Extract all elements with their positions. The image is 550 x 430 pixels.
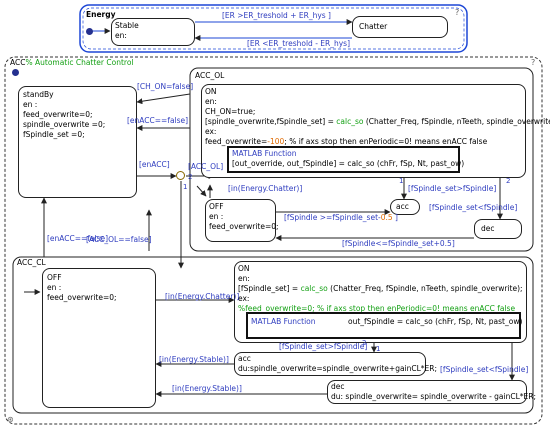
t-label-in-stable-2[interactable]: [in(Energy.Stable)] [172, 384, 242, 393]
mf-ol-body: [out_override, out_fSpindle] = calc_so (… [232, 159, 465, 168]
standby-line-4: fSpindle_set =0; [23, 130, 85, 139]
cl-on-l2b: calc_so [300, 284, 328, 293]
t-label-fspindle-set-lt-2[interactable]: [fSpindle_set<fSpindle] [440, 365, 529, 374]
cl-on-name: ON [238, 264, 250, 273]
energy-default-dot [86, 28, 93, 35]
cl-on-l2a: [fSpindle_set] = [238, 284, 301, 293]
t-label-enacc-false-1[interactable]: [enACC==false] [127, 116, 189, 125]
acc-title-comment: % Automatic Chatter Control [25, 58, 134, 67]
state-acc-ol-off[interactable]: OFF en : feed_overwrite=0; [205, 199, 279, 242]
ol-on-l3: [spindle_overwrite,fSpindle_set] = calc_… [205, 117, 550, 127]
fspindle-ge-text: [fSpindle >=fSpindle_set-0.5 ] [284, 213, 398, 222]
cl-on-l2c: (Chatter_Freq, fSpindle, nTeeth, spindle… [327, 284, 523, 293]
matlab-function-cl[interactable]: MATLAB Function out_fSpindle = calc_so (… [246, 312, 523, 339]
ol-off-l2: feed_overwrite=0; [209, 222, 279, 231]
ol-on-l3c: (Chatter_Freq, fSpindle, nTeeth, spindle… [363, 117, 550, 126]
t-label-fspindle-set-lt-1[interactable]: [fSpindle_set<fSpindle] [429, 203, 518, 212]
cl-off-l2: feed_overwrite=0; [47, 293, 117, 302]
ol-on-l5c: ; % if axs stop then enPeriodic=0! means… [284, 137, 488, 146]
standby-name: standBy [23, 90, 54, 99]
mf-cl-title: MATLAB Function [251, 317, 316, 326]
ol-acc-name: acc [396, 202, 409, 211]
acc-title: ACC% Automatic Chatter Control [10, 58, 134, 68]
cl-dec-line: du: spindle_overwrite= spindle_overwrite… [331, 392, 536, 401]
ol-on-l1: en: [205, 97, 217, 106]
acc-default-dot [12, 69, 19, 76]
state-chatter[interactable]: Chatter [352, 16, 448, 38]
cl-dec-name: dec [331, 382, 345, 391]
cl-prio-1: 1 [376, 345, 381, 353]
ol-on-name: ON [205, 87, 217, 96]
ol-on-l4: ex: [205, 127, 217, 136]
cl-off-name: OFF [47, 273, 62, 282]
ol-on-l5: feed_overwrite=-100; % if axs stop then … [205, 137, 487, 147]
ol-on-l2: CH_ON=true; [205, 107, 256, 116]
acc-help-icon: ? [531, 58, 536, 67]
ol-on-l3a: [spindle_overwrite,fSpindle_set] = [205, 117, 337, 126]
t-label-fspindle-le[interactable]: [fSpindle<=fSpindle_set+0.5] [342, 239, 455, 248]
state-acc-ol-acc[interactable]: acc [390, 199, 420, 215]
t-label-fspindle-set-gt-2[interactable]: [fSpindle_set>fSpindle] [279, 342, 368, 351]
cl-on-l2: [fSpindle_set] = calc_so (Chatter_Freq, … [238, 284, 523, 294]
junction-prio-2: 2 [188, 173, 193, 181]
energy-help-icon: ? [455, 8, 460, 17]
t-label-acc-ol[interactable]: [ACC_OL] [188, 162, 224, 171]
state-acc-ol-on[interactable]: ON en: CH_ON=true; [spindle_overwrite,fS… [201, 84, 550, 178]
state-acc-cl-acc[interactable]: acc du:spindle_overwrite=spindle_overwri… [234, 352, 437, 376]
state-acc-cl-on[interactable]: ON en: [fSpindle_set] = calc_so (Chatter… [234, 261, 527, 343]
cl-on-l3: ex: [238, 294, 250, 303]
acc-title-prefix: ACC [10, 58, 26, 67]
state-stable[interactable]: Stable en: [111, 18, 195, 46]
stable-name: Stable [115, 21, 139, 30]
cl-acc-line: du:spindle_overwrite=spindle_overwrite+g… [238, 364, 438, 373]
junction-prio-1: 1 [183, 183, 188, 191]
standby-line-1: en : [23, 100, 38, 109]
state-acc-cl-dec[interactable]: dec du: spindle_overwrite= spindle_overw… [327, 380, 536, 404]
t-label-in-chatter-1[interactable]: [in(Energy.Chatter)] [228, 184, 303, 193]
junction[interactable] [176, 171, 185, 180]
cl-on-l1: en: [238, 274, 250, 283]
chatter-name: Chatter [359, 22, 388, 31]
t-label-enacc[interactable]: [enACC] [139, 160, 170, 169]
mf-cl-body: out_fSpindle = calc_so (chFr, fSp, Nt, p… [348, 317, 523, 326]
cl-off-l1: en : [47, 283, 62, 292]
ol-on-l5b: -100 [267, 137, 285, 146]
standby-line-2: feed_overwrite=0; [23, 110, 93, 119]
acc-ol-name: ACC_OL [195, 71, 225, 80]
cl-acc-name: acc [238, 354, 251, 363]
t-label-to-chatter[interactable]: [ER >ER_treshold + ER_hys ] [222, 11, 331, 20]
t-label-fspindle-ge[interactable]: [fSpindle >=fSpindle_set-0.5 ] [284, 213, 398, 223]
t-label-ch-on-false[interactable]: [CH_ON=false] [137, 82, 194, 91]
ol-off-name: OFF [209, 202, 224, 211]
ol-on-l3b: calc_so [336, 117, 364, 126]
ol-off-l1: en : [209, 212, 224, 221]
matlab-function-ol[interactable]: MATLAB Function [out_override, out_fSpin… [227, 146, 464, 173]
stable-body: en: [115, 31, 127, 40]
ol-prio-1: 1 [399, 177, 404, 185]
state-acc-ol-dec[interactable]: dec [474, 219, 522, 239]
t-label-in-chatter-2[interactable]: [in(Energy.Chatter)] [165, 292, 240, 301]
ol-prio-2: 2 [506, 177, 511, 185]
cl-on-l4: %feed_overwrite=0; % if axs stop then en… [238, 304, 516, 313]
acc-cl-name: ACC_CL [17, 258, 46, 267]
t-label-in-stable-1[interactable]: [in(Energy.Stable)] [159, 355, 229, 364]
ol-on-l5a: feed_overwrite= [205, 137, 268, 146]
state-standby[interactable]: standBy en : feed_overwrite=0; spindle_o… [18, 86, 137, 198]
t-label-enacc-false-2[interactable]: [enACC==false] [47, 234, 109, 243]
mf-ol-title: MATLAB Function [232, 149, 297, 158]
state-acc-cl-off[interactable]: OFF en : feed_overwrite=0; [42, 268, 156, 408]
t-label-acc-ol-false[interactable]: [ACC_OL==false] [86, 235, 152, 244]
energy-title: Energy [86, 10, 116, 19]
cl-prio-2: 2 [362, 339, 367, 347]
t-label-to-stable[interactable]: [ER <ER_treshold - ER_hys] [247, 39, 351, 48]
ol-dec-name: dec [481, 224, 495, 233]
zoom-fit-icon[interactable]: ⊛ [7, 415, 14, 424]
standby-line-3: spindle_overwrite =0; [23, 120, 106, 129]
t-label-fspindle-set-gt-1[interactable]: [fSpindle_set>fSpindle] [408, 184, 497, 193]
